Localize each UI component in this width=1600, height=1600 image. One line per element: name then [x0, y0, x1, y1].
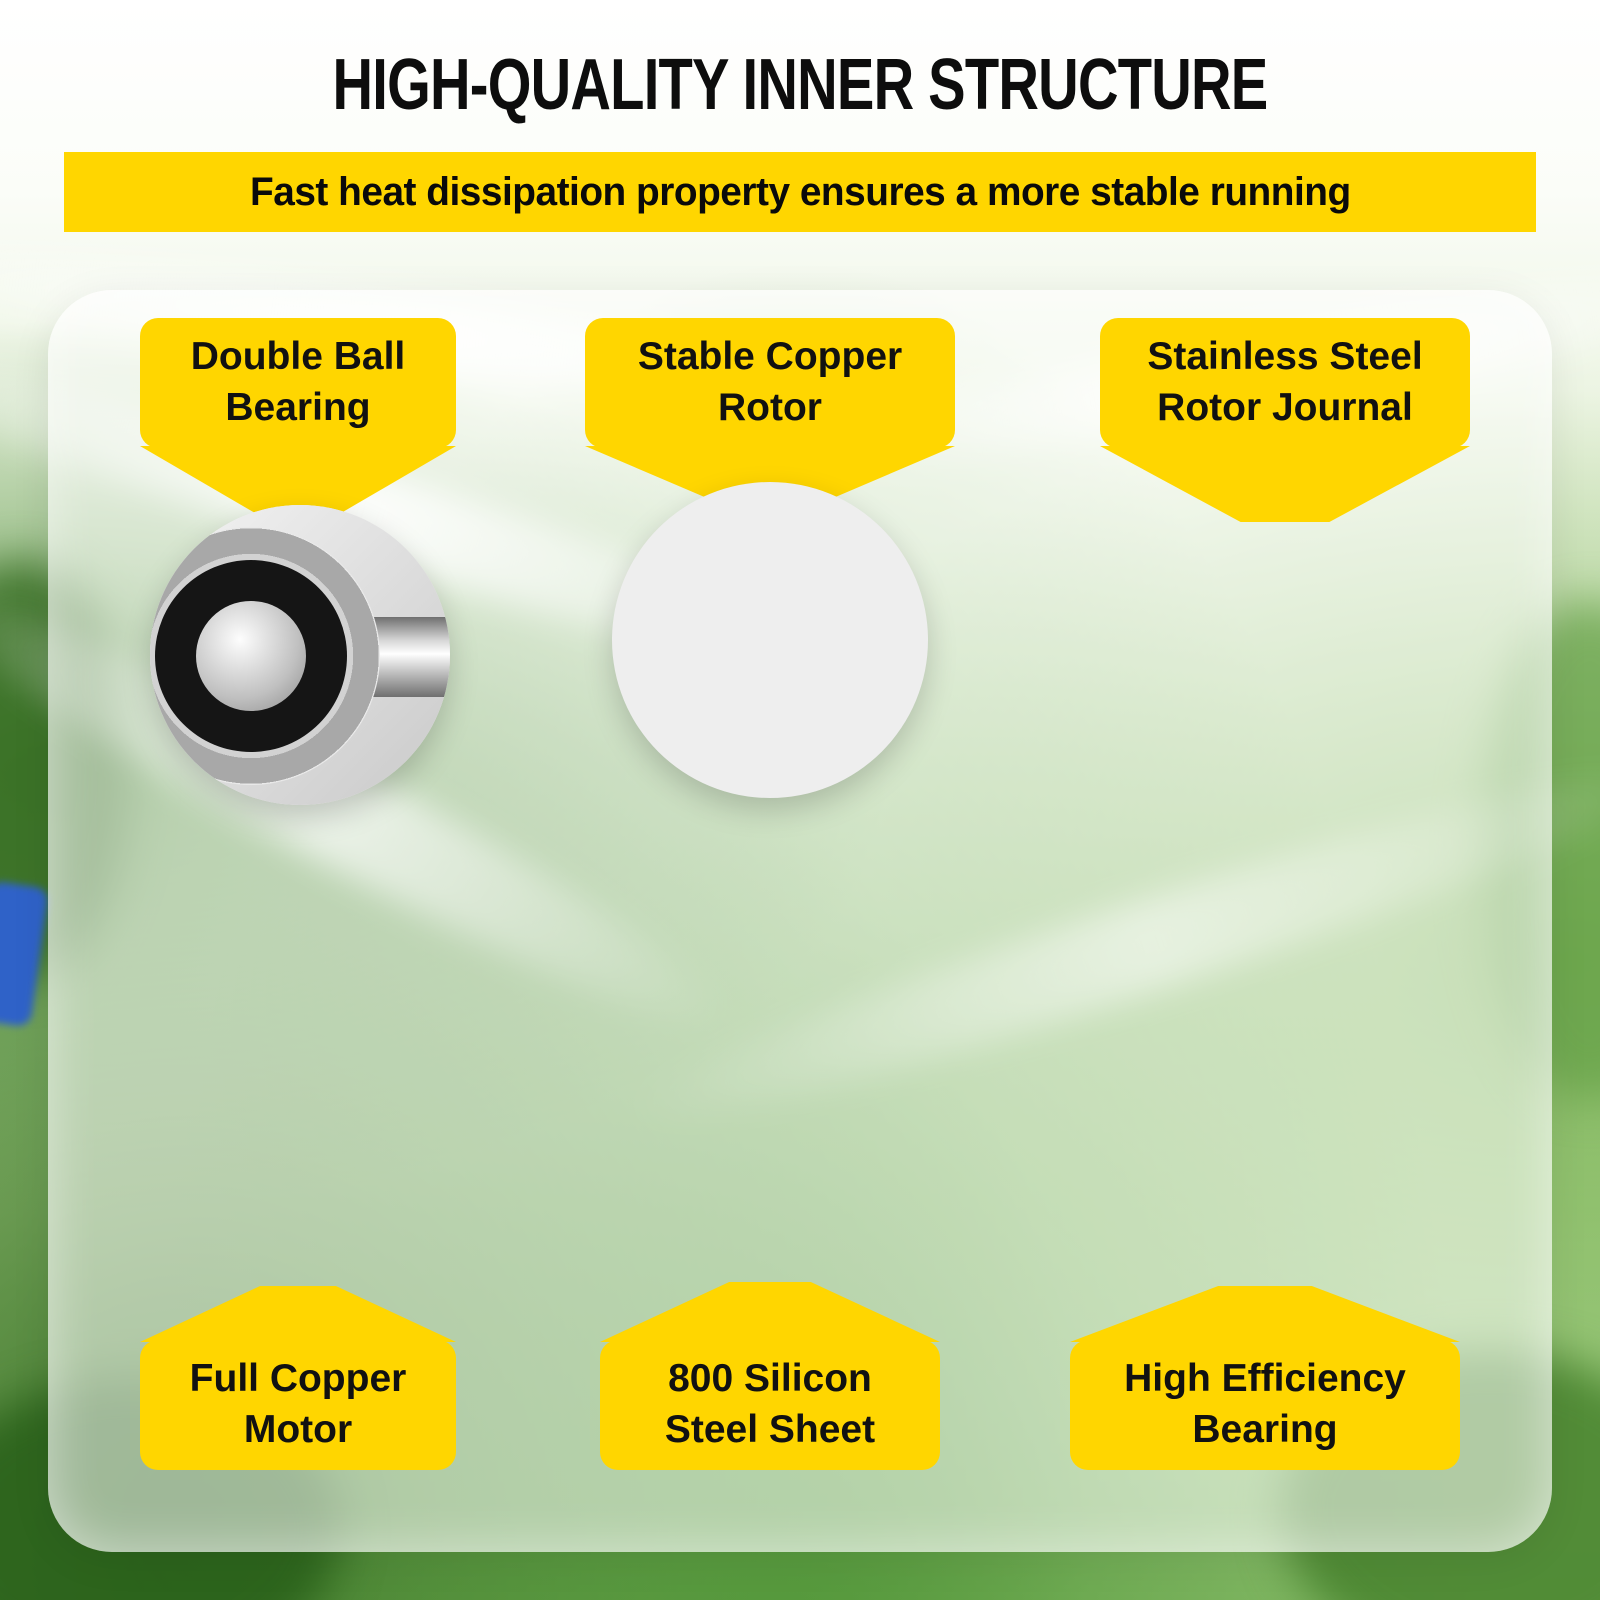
- closeup-background: [612, 482, 928, 798]
- callout-label-stable-copper-rotor: Stable Copper Rotor: [585, 318, 955, 448]
- callout-label-full-copper-motor: Full Copper Motor: [140, 1340, 456, 1470]
- subtitle-banner: Fast heat dissipation property ensures a…: [64, 152, 1536, 232]
- subtitle-text: Fast heat dissipation property ensures a…: [249, 169, 1351, 214]
- callout-label-text: 800 Silicon Steel Sheet: [664, 1357, 876, 1451]
- callout-label-800-silicon-steel-sheet: 800 Silicon Steel Sheet: [600, 1340, 940, 1470]
- callout-label-text: High Efficiency Bearing: [1124, 1357, 1406, 1451]
- connector-line: [0, 0, 36, 4]
- callout-label-high-efficiency-bearing: High Efficiency Bearing: [1070, 1340, 1460, 1470]
- callout-label-text: Stainless Steel Rotor Journal: [1147, 335, 1423, 429]
- connector-line: [0, 4, 4, 202]
- callout-label-text: Stable Copper Rotor: [637, 335, 903, 429]
- bearing-hub: [196, 601, 306, 711]
- callout-label-stainless-steel-rotor-journal: Stainless Steel Rotor Journal: [1100, 318, 1470, 448]
- ball-bearing-closeup-image: [150, 505, 450, 805]
- page-title: HIGH-QUALITY INNER STRUCTURE: [332, 45, 1269, 125]
- bearing-outer-ring: [150, 527, 380, 785]
- callout-label-text: Double Ball Bearing: [190, 335, 406, 429]
- copper-rotor-closeup-image: [612, 482, 928, 798]
- connector-line: [0, 428, 4, 540]
- callout-label-double-ball-bearing: Double Ball Bearing: [140, 318, 456, 448]
- callout-label-text: Full Copper Motor: [189, 1357, 407, 1451]
